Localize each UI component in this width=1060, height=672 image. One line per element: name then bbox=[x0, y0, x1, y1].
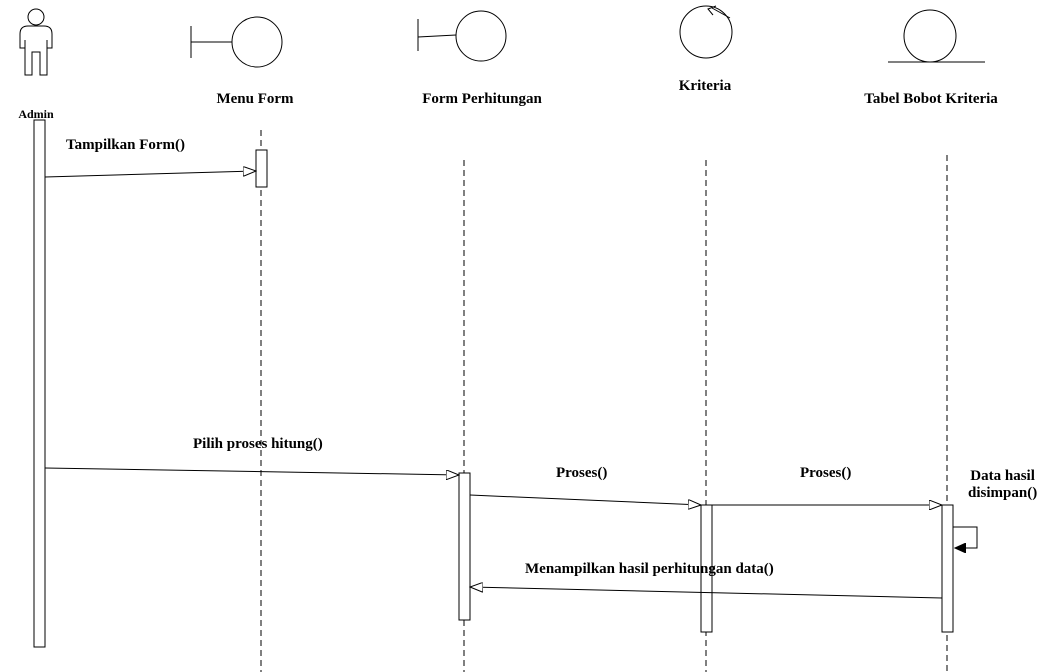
activation-menu-form bbox=[255, 149, 268, 188]
message-label-tampilkan-form: Tampilkan Form() bbox=[66, 137, 186, 153]
actor-admin-icon bbox=[19, 8, 53, 76]
activation-bars bbox=[33, 119, 954, 648]
participant-label-kriteria: Kriteria bbox=[678, 78, 732, 94]
message-arrow-pilih-proses-hitung bbox=[44, 467, 459, 475]
messages bbox=[44, 171, 978, 599]
entity-tabel-bobot-kriteria-icon bbox=[888, 9, 985, 63]
message-arrow-self-data-hasil bbox=[953, 526, 978, 548]
activation-tabel-bobot-kriteria bbox=[941, 504, 954, 633]
activation-kriteria bbox=[700, 504, 713, 633]
participant-label-tabel-bobot-kriteria: Tabel Bobot Kriteria bbox=[864, 91, 998, 107]
message-label-pilih-proses-hitung: Pilih proses hitung() bbox=[193, 436, 323, 452]
participant-label-form-perhitungan: Form Perhitungan bbox=[422, 91, 542, 107]
boundary-menu-form-icon bbox=[190, 16, 283, 68]
activation-admin bbox=[33, 119, 46, 648]
message-arrow-proses-1 bbox=[469, 494, 701, 505]
lifelines bbox=[260, 130, 948, 672]
participant-label-menu-form: Menu Form bbox=[216, 91, 294, 107]
message-arrow-tampilkan-form bbox=[44, 171, 256, 178]
participant-label-admin: Admin bbox=[18, 107, 54, 121]
message-label-proses-2: Proses() bbox=[800, 465, 852, 481]
message-label-menampilkan-hasil: Menampilkan hasil perhitungan data() bbox=[525, 561, 774, 577]
message-label-proses-1: Proses() bbox=[556, 465, 608, 481]
message-label-data-hasil-disimpan: Data hasil disimpan() bbox=[968, 468, 1038, 501]
boundary-form-perhitungan-icon bbox=[417, 10, 507, 62]
message-arrow-menampilkan-hasil bbox=[470, 587, 943, 599]
activation-form-perhitungan bbox=[458, 472, 471, 621]
control-kriteria-icon bbox=[679, 5, 733, 59]
